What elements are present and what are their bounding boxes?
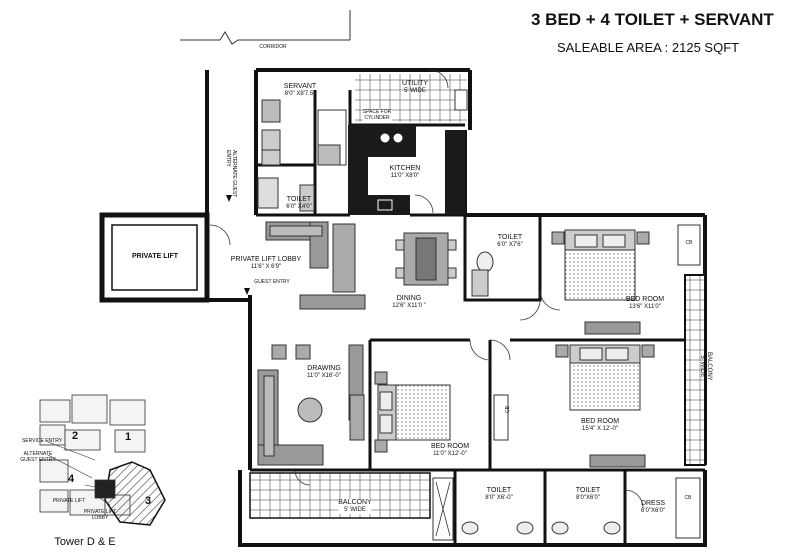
- bed-top: [551, 229, 650, 301]
- dress-wardrobe: [675, 477, 701, 539]
- door-swings: [209, 69, 644, 509]
- key-plan-leaders: [47, 441, 111, 506]
- private-lift-label: PRIVATE LIFT: [131, 253, 179, 260]
- drawing-furniture: [257, 344, 364, 466]
- lobby-cabinet: [332, 223, 356, 293]
- keyplan-number-3: 3: [144, 495, 152, 507]
- keyplan-caption: Tower D & E: [54, 536, 116, 548]
- keyplan-number-2: 2: [71, 430, 79, 442]
- toilet-top-fixtures: [471, 251, 494, 297]
- keyplan-private-lift: PRIVATE LIFT: [52, 498, 86, 504]
- kitchen-counters: [348, 125, 465, 215]
- servant-fixtures: [257, 99, 347, 212]
- keyplan-lift-lobby: PRIVATE LIFT LOBBY: [83, 509, 117, 521]
- cb-dress-label: CB: [684, 495, 692, 501]
- wardrobe-top: [677, 224, 701, 266]
- plan-title: 3 BED + 4 TOILET + SERVANT: [531, 10, 774, 29]
- cb-top-label: CB: [685, 240, 693, 246]
- tv-unit-right: [589, 454, 646, 468]
- keyplan-service-entry: SERVICE ENTRY: [21, 438, 63, 444]
- dining-set: [395, 232, 457, 286]
- cb-mid: [493, 394, 509, 441]
- guest-entry-label: GUEST ENTRY: [254, 279, 290, 285]
- balcony-right-floor: [684, 274, 706, 466]
- saleable-area: SALEABLE AREA : 2125 SQFT: [557, 40, 740, 55]
- bed-right: [555, 344, 655, 411]
- corridor-label: CORRIDOR: [259, 44, 287, 50]
- kitchen-fixtures: [377, 133, 403, 211]
- entry-arrows: [226, 195, 250, 295]
- corridor-wall: [180, 10, 351, 45]
- private-lift-shaft: [99, 212, 210, 303]
- utility-sink: [454, 89, 468, 111]
- keyplan-number-1: 1: [124, 431, 132, 443]
- keyplan-alternate-entry: ALTERNATE GUEST ENTRY: [20, 451, 56, 463]
- keyplan-number-4: 4: [67, 473, 75, 485]
- dining-console: [299, 294, 366, 310]
- lobby-sofa: [265, 221, 329, 269]
- cb-mid-label: CB: [505, 406, 511, 413]
- tv-unit-top: [584, 321, 641, 335]
- bed-middle: [349, 371, 451, 453]
- key-plan: [39, 394, 166, 526]
- alternate-entry-label: ALTERNATE GUEST ENTRY: [225, 150, 238, 198]
- toilets-bottom-fixtures: [461, 521, 621, 535]
